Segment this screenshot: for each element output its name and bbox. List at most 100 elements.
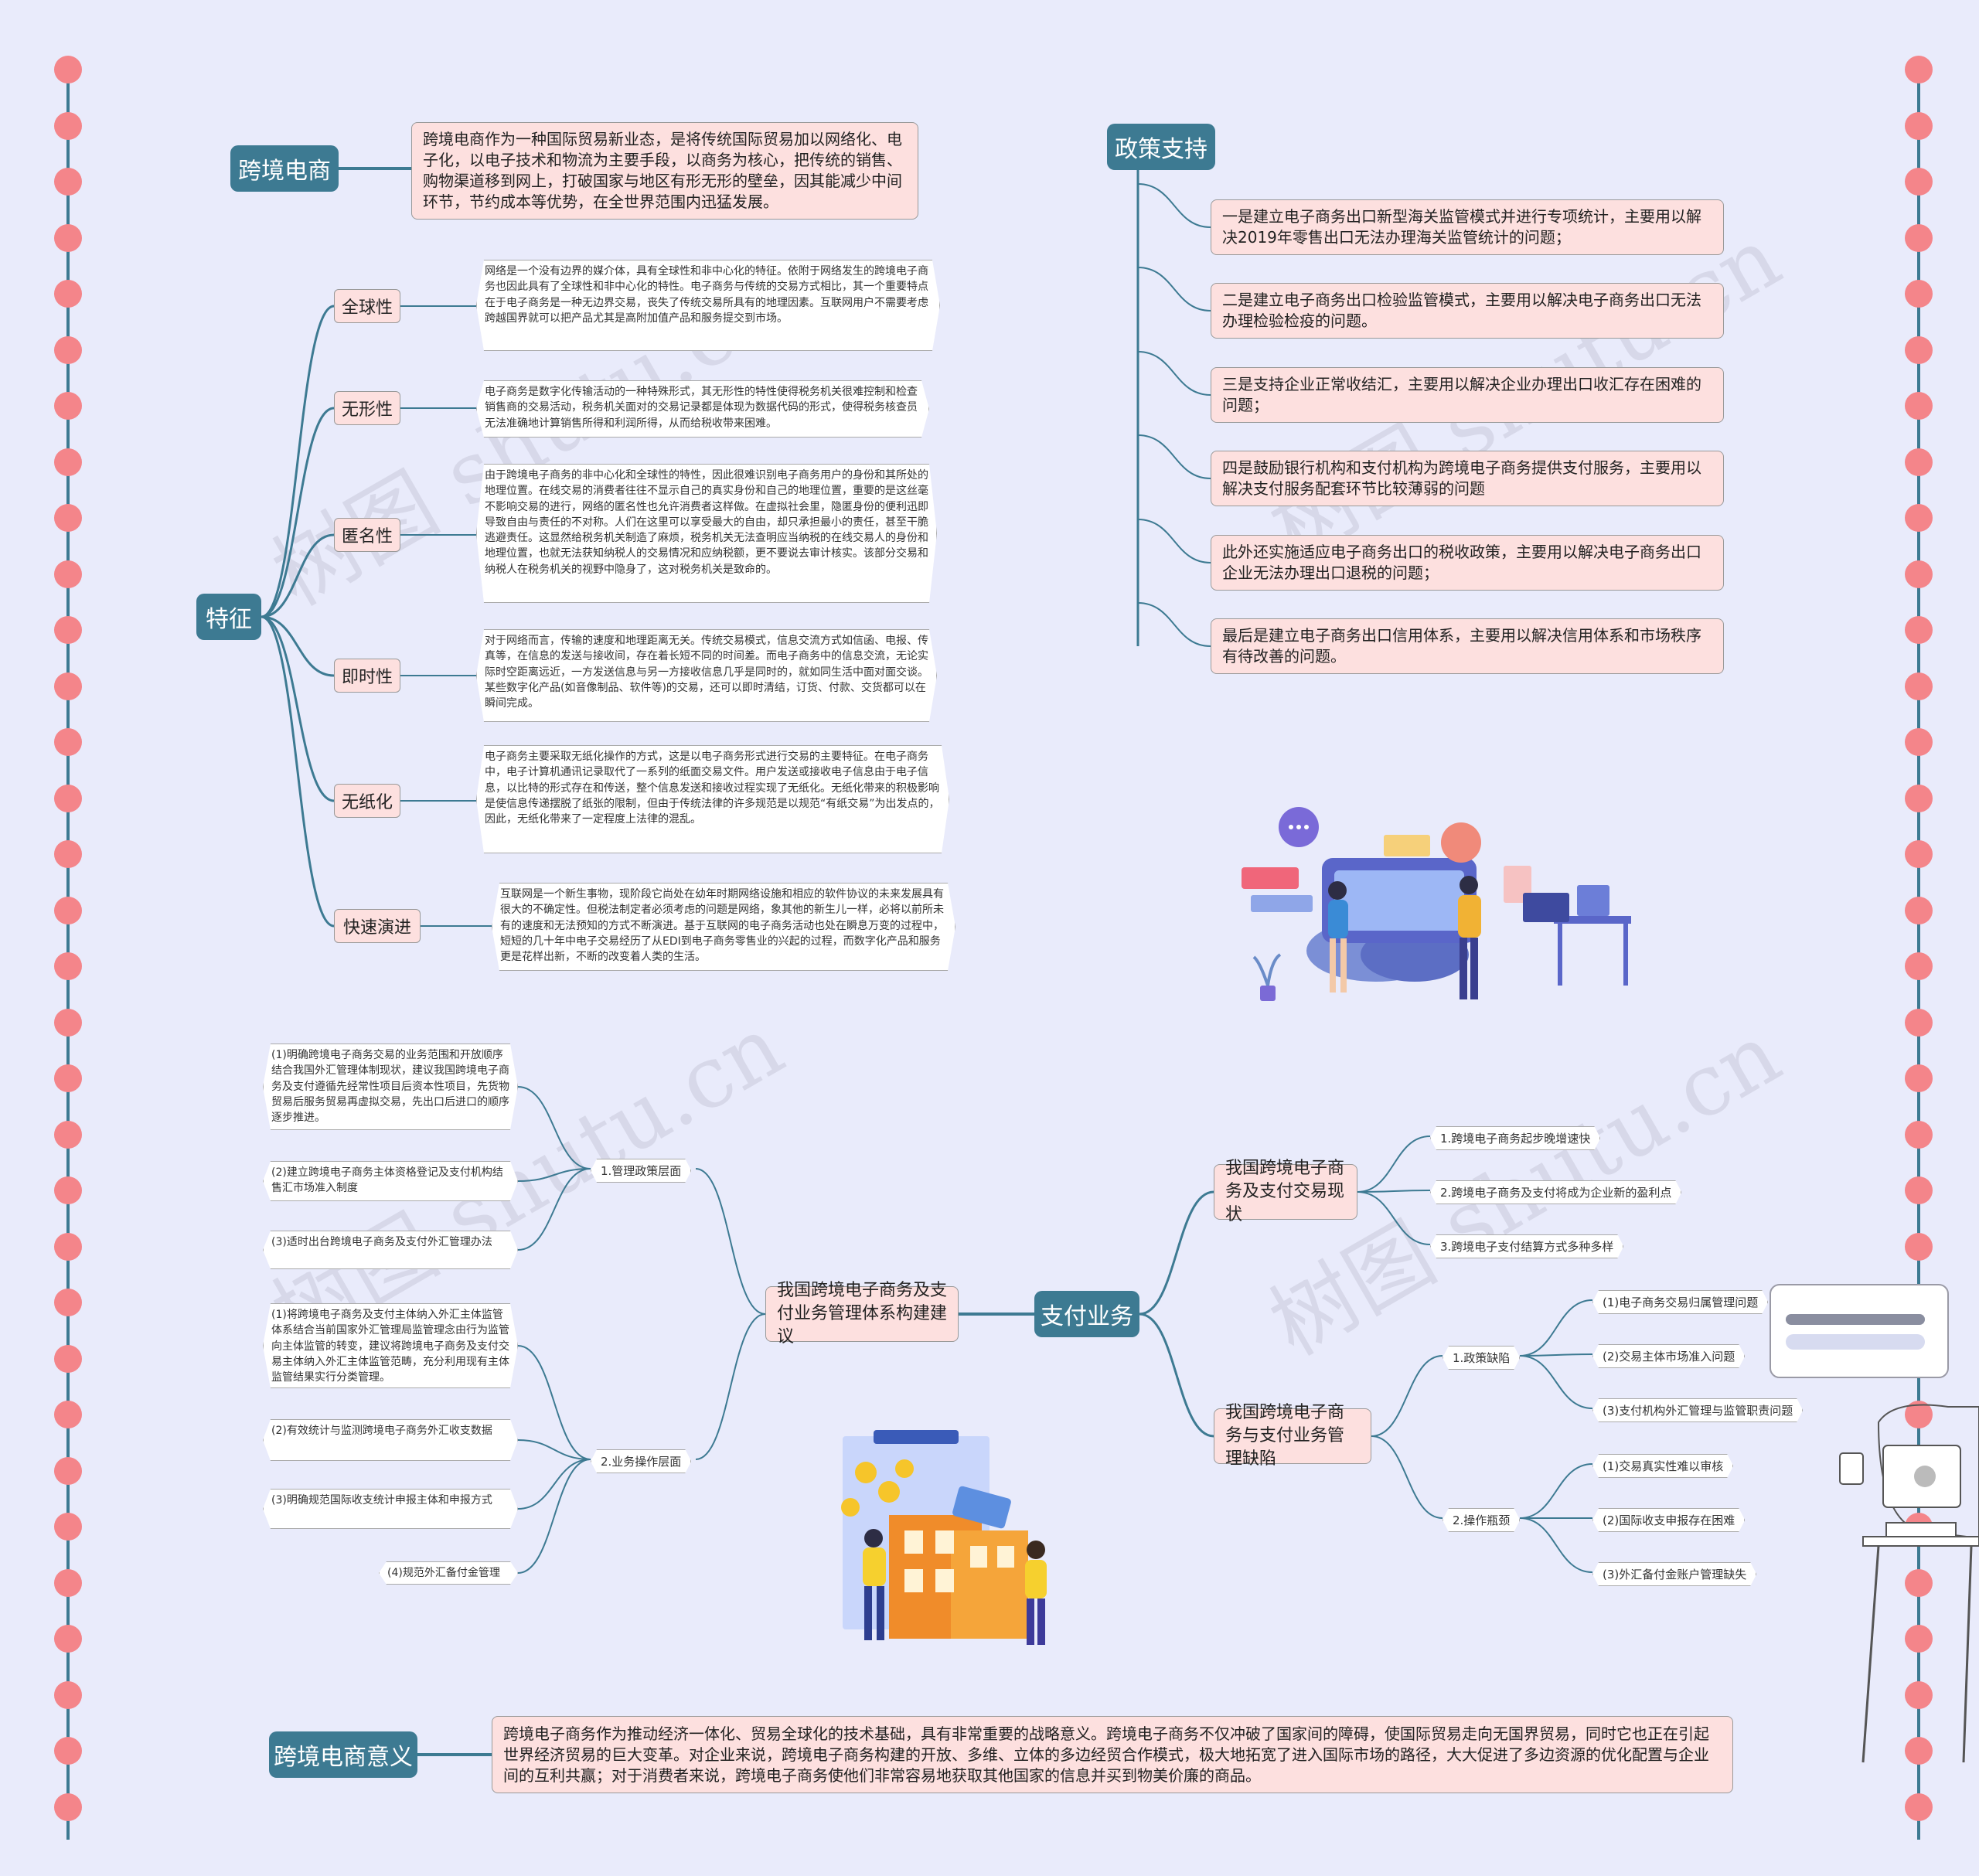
connector — [1139, 1190, 1214, 1316]
feature-desc: 对于网络而言，传输的速度和地理距离无关。传统交易模式，信息交流方式如信函、电报、… — [476, 629, 937, 722]
connector — [261, 615, 335, 928]
rail-dot-left — [54, 56, 82, 83]
feature-label[interactable]: 匿名性 — [334, 518, 400, 552]
rail-dot-right — [1905, 392, 1933, 420]
connector — [1371, 1355, 1443, 1437]
rail-dot-right — [1905, 1568, 1933, 1597]
system-item: (1)明确跨境电子商务交易的业务范围和开放顺序结合我国外汇管理体制现状，建议我国… — [263, 1044, 518, 1130]
rail-dot-left — [54, 784, 82, 812]
policy-item[interactable]: 四是鼓励银行机构和支付机构为跨境电子商务提供支付服务，主要用以解决支付服务配套环… — [1211, 451, 1724, 506]
rail-dot-right — [1905, 1120, 1933, 1149]
feature-label[interactable]: 无形性 — [334, 391, 400, 425]
feature-desc: 网络是一个没有边界的媒介体，具有全球性和非中心化的特征。依附于网络发生的跨境电子… — [476, 260, 940, 351]
connector — [1519, 1299, 1593, 1357]
rail-dot-left — [54, 1289, 82, 1316]
right-rail — [1917, 62, 1920, 1840]
rail-dot-left — [54, 1176, 82, 1204]
feature-label[interactable]: 即时性 — [334, 659, 400, 693]
feature-label[interactable]: 无纸化 — [334, 784, 400, 818]
defect-item: (2)交易主体市场准入问题 — [1592, 1344, 1745, 1368]
node-meaning[interactable]: 跨境电商意义 — [269, 1731, 417, 1778]
connector — [261, 533, 335, 618]
node-status[interactable]: 我国跨境电子商务及支付交易现状 — [1214, 1159, 1357, 1224]
feature-desc: 互联网是一个新生事物，现阶段它尚处在幼年时期网络设施和相应的软件协议的未来发展具… — [492, 883, 955, 971]
node-meaning-desc[interactable]: 跨境电子商务作为推动经济一体化、贸易全球化的技术基础，具有非常重要的战略意义。跨… — [492, 1716, 1733, 1793]
connector — [517, 1168, 591, 1251]
connector — [517, 1086, 591, 1170]
rail-dot-right — [1905, 111, 1933, 140]
rail-dot-left — [54, 1680, 82, 1709]
rail-dot-right — [1905, 952, 1933, 980]
rail-dot-left — [54, 728, 82, 756]
rail-dot-left — [54, 448, 82, 476]
rail-dot-right — [1905, 560, 1933, 588]
policy-item[interactable]: 二是建立电子商务出口检验监管模式，主要用以解决电子商务出口无法办理检验检疫的问题… — [1211, 283, 1724, 339]
rail-dot-right — [1905, 1008, 1933, 1037]
connector — [261, 615, 335, 677]
rail-dot-left — [54, 1456, 82, 1485]
rail-dot-right — [1905, 1064, 1933, 1092]
connector — [261, 615, 335, 802]
system-item: (2)建立跨境电子商务主体资格登记及支付机构结售汇市场准入制度 — [263, 1161, 518, 1201]
connector — [517, 1459, 591, 1510]
rail-dot-right — [1905, 168, 1933, 196]
rail-dot-left — [54, 504, 82, 532]
status-item[interactable]: 1.跨境电子商务起步晚增速快 — [1430, 1126, 1600, 1150]
system-item: (3)明确规范国际收支统计申报主体和申报方式 — [263, 1489, 518, 1529]
rail-dot-left — [54, 560, 82, 588]
connector — [1519, 1517, 1593, 1573]
node-kuajing[interactable]: 跨境电商 — [230, 145, 339, 192]
policy-item[interactable]: 三是支持企业正常收结汇，主要用以解决企业办理出口收汇存在困难的问题； — [1211, 367, 1724, 423]
rail-dot-left — [54, 392, 82, 420]
rail-dot-right — [1905, 335, 1933, 364]
rail-dot-left — [54, 168, 82, 196]
connector — [695, 1313, 766, 1460]
rail-dot-right — [1905, 223, 1933, 252]
rail-dot-right — [1905, 1232, 1933, 1261]
connector — [261, 305, 335, 618]
policy-item[interactable]: 一是建立电子商务出口新型海关监管模式并进行专项统计，主要用以解决2019年零售出… — [1211, 199, 1724, 255]
defect-group-label[interactable]: 2.操作瓶颈 — [1443, 1508, 1520, 1532]
connector — [1519, 1355, 1593, 1409]
node-features[interactable]: 特征 — [196, 594, 261, 640]
rail-dot-left — [54, 335, 82, 364]
connector — [1137, 183, 1211, 228]
rail-dot-right — [1905, 1625, 1933, 1653]
rail-dot-left — [54, 616, 82, 644]
laptop-user-illustration — [1770, 1284, 1979, 1763]
node-system[interactable]: 我国跨境电子商务及支付业务管理体系构建建议 — [765, 1281, 959, 1347]
team-illustration — [1242, 807, 1631, 1001]
defect-item: (3)外汇备付金账户管理缺失 — [1592, 1562, 1756, 1586]
system-item: (3)适时出台跨境电子商务及支付外汇管理办法 — [263, 1231, 518, 1269]
status-item[interactable]: 2.跨境电子商务及支付将成为企业新的盈利点 — [1430, 1180, 1681, 1204]
rail-dot-right — [1905, 728, 1933, 756]
policy-item[interactable]: 最后是建立电子商务出口信用体系，主要用以解决信用体系和市场秩序有待改善的问题。 — [1211, 618, 1724, 674]
connector — [1357, 1135, 1431, 1193]
connector — [1357, 1190, 1431, 1193]
node-defects[interactable]: 我国跨境电子商务与支付业务管理缺陷 — [1214, 1403, 1371, 1469]
rail-dot-left — [54, 1232, 82, 1261]
rail-dot-left — [54, 1120, 82, 1149]
rail-dot-left — [54, 896, 82, 924]
feature-label[interactable]: 全球性 — [334, 289, 400, 323]
rail-dot-left — [54, 672, 82, 700]
rail-dot-right — [1905, 672, 1933, 700]
feature-label[interactable]: 快速演进 — [334, 909, 421, 943]
connector — [1137, 267, 1211, 312]
status-item[interactable]: 3.跨境电子支付结算方式多种多样 — [1430, 1234, 1623, 1258]
node-kuajing-desc[interactable]: 跨境电商作为一种国际贸易新业态，是将传统国际贸易加以网络化、电子化，以电子技术和… — [411, 122, 918, 220]
rail-dot-right — [1905, 504, 1933, 532]
node-payment[interactable]: 支付业务 — [1034, 1291, 1139, 1337]
rail-dot-right — [1905, 1793, 1933, 1821]
system-group-label[interactable]: 2.业务操作层面 — [591, 1449, 691, 1473]
connector — [1519, 1353, 1593, 1357]
defect-group-label[interactable]: 1.政策缺陷 — [1443, 1346, 1520, 1370]
connector — [1519, 1463, 1593, 1519]
node-policy[interactable]: 政策支持 — [1107, 124, 1215, 170]
policy-item[interactable]: 此外还实施适应电子商务出口的税收政策，主要用以解决电子商务出口企业无法办理出口退… — [1211, 535, 1724, 591]
finance-illustration — [841, 1430, 1047, 1645]
system-item: (2)有效统计与监测跨境电子商务外汇收支数据 — [263, 1419, 518, 1461]
connector — [1137, 434, 1211, 479]
system-group-label[interactable]: 1.管理政策层面 — [591, 1159, 691, 1183]
